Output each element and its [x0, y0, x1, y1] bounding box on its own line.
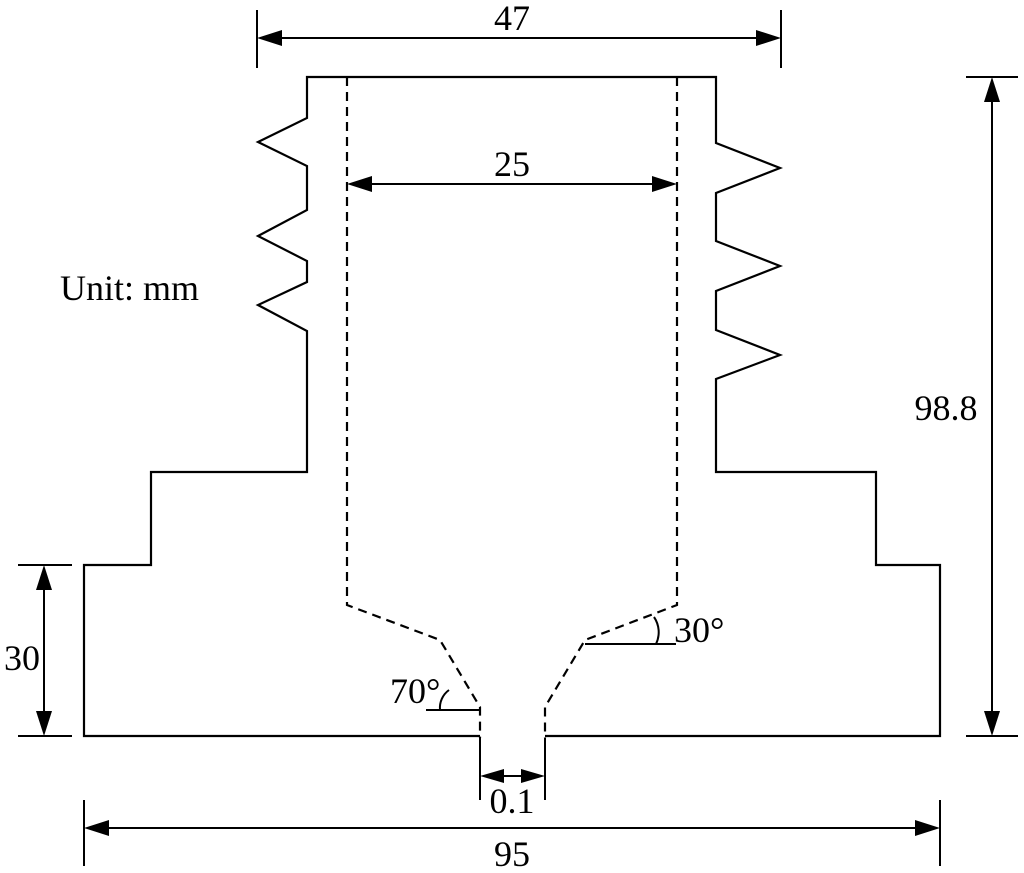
- dimension-47: 47: [256, 0, 782, 68]
- dimension-95-label: 95: [494, 834, 530, 873]
- angle-30-annotation: 30°: [585, 610, 724, 650]
- dimension-0-1: 0.1: [479, 738, 546, 821]
- dimension-95: 95: [83, 800, 941, 873]
- dimension-98-8: 98.8: [915, 76, 1018, 737]
- dimension-30-label: 30: [4, 638, 40, 678]
- outer-profile: [82, 75, 942, 738]
- dimension-47-label: 47: [494, 0, 530, 38]
- dimension-25: 25: [347, 144, 677, 192]
- dimension-98-8-label: 98.8: [915, 388, 978, 428]
- angle-70-label: 70°: [390, 671, 440, 711]
- dimension-30: 30: [4, 564, 72, 737]
- inner-bore-hidden-lines: [345, 77, 679, 738]
- dimension-25-label: 25: [494, 144, 530, 184]
- unit-note: Unit: mm: [60, 268, 199, 308]
- dimension-0-1-label: 0.1: [490, 781, 535, 821]
- angle-30-label: 30°: [674, 610, 724, 650]
- angle-70-annotation: 70°: [390, 671, 480, 711]
